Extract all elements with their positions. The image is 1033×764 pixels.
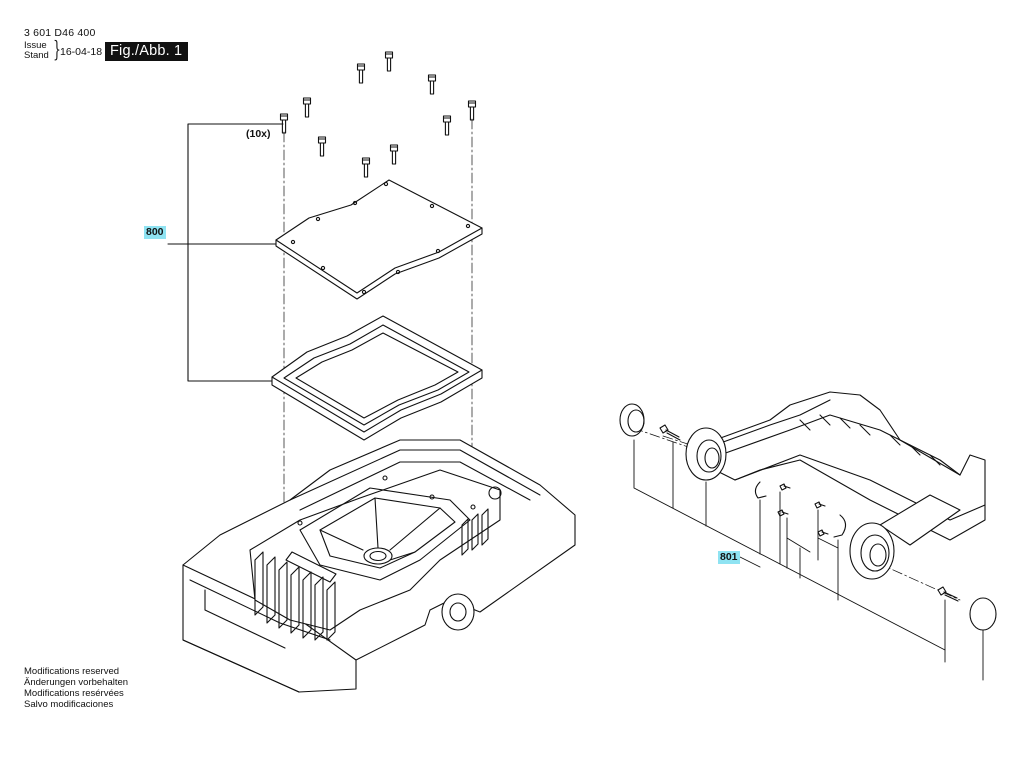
issue-date: 16-04-18 bbox=[60, 46, 103, 58]
gasket bbox=[271, 315, 483, 441]
right-end-cap bbox=[969, 597, 997, 631]
screw-set bbox=[279, 51, 477, 178]
left-end-cap bbox=[619, 403, 645, 437]
callout-801: 801 bbox=[718, 551, 740, 564]
notice-fr: Modifications resérvées bbox=[24, 688, 124, 699]
part-number: 3 601 D46 400 bbox=[24, 27, 96, 39]
figure-label: Fig./Abb. 1 bbox=[105, 42, 189, 61]
notice-en: Modifications reserved bbox=[24, 666, 120, 677]
notice-es: Salvo modificaciones bbox=[24, 699, 114, 710]
issue-stand-labels: Issue Stand bbox=[24, 41, 49, 61]
cover-plate bbox=[275, 179, 483, 300]
callout-bracket-801 bbox=[633, 439, 984, 681]
screw-quantity-label: (10x) bbox=[246, 128, 271, 140]
clips-and-screws bbox=[754, 481, 847, 538]
modifications-notice: Modifications reserved Änderungen vorbeh… bbox=[24, 666, 128, 710]
brace-glyph: } bbox=[53, 38, 61, 63]
main-housing bbox=[182, 439, 576, 693]
notice-de: Änderungen vorbehalten bbox=[24, 677, 129, 688]
hub-bolts bbox=[659, 424, 959, 602]
heatsink-fins-left bbox=[254, 551, 336, 641]
callout-bracket-800 bbox=[167, 123, 284, 382]
support-frame bbox=[714, 391, 986, 546]
left-hub bbox=[685, 427, 727, 481]
issue-label: Issue bbox=[24, 40, 47, 51]
callout-800: 800 bbox=[144, 226, 166, 239]
brand-plate bbox=[285, 551, 337, 583]
stand-label: Stand bbox=[24, 50, 49, 61]
heatsink-fins-right bbox=[461, 508, 489, 556]
rotation-knob bbox=[441, 593, 475, 631]
right-hub bbox=[849, 522, 895, 580]
